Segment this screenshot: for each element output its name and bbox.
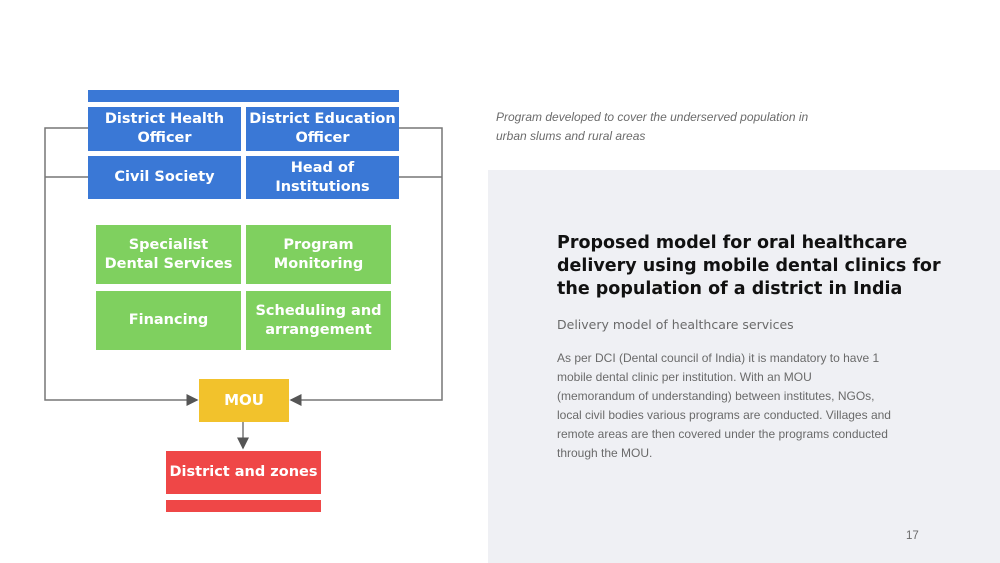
blue-header-bar xyxy=(88,90,399,102)
district-zones-box: District and zones xyxy=(166,451,321,494)
body-text: As per DCI (Dental council of India) it … xyxy=(557,351,891,460)
left-connector xyxy=(44,127,199,406)
financing-box: Financing xyxy=(96,291,241,350)
scheduling-arrangement-box: Scheduling and arrangement xyxy=(246,291,391,350)
civil-society-box: Civil Society xyxy=(88,156,241,199)
program-monitoring-box: Program Monitoring xyxy=(246,225,391,284)
content-panel xyxy=(488,170,1000,563)
caption-text: Program developed to cover the underserv… xyxy=(496,110,809,143)
red-footer-bar xyxy=(166,500,321,512)
right-connector xyxy=(289,127,443,406)
district-health-officer-box: District Health Officer xyxy=(88,107,241,151)
district-education-officer-box: District Education Officer xyxy=(246,107,399,151)
specialist-dental-services-box: Specialist Dental Services xyxy=(96,225,241,284)
slide-title: Proposed model for oral healthcare deliv… xyxy=(557,233,941,299)
head-of-institutions-box: Head of Institutions xyxy=(246,156,399,199)
slide-subtitle: Delivery model of healthcare services xyxy=(557,317,794,332)
page-number: 17 xyxy=(906,530,919,542)
mou-box: MOU xyxy=(199,379,289,422)
